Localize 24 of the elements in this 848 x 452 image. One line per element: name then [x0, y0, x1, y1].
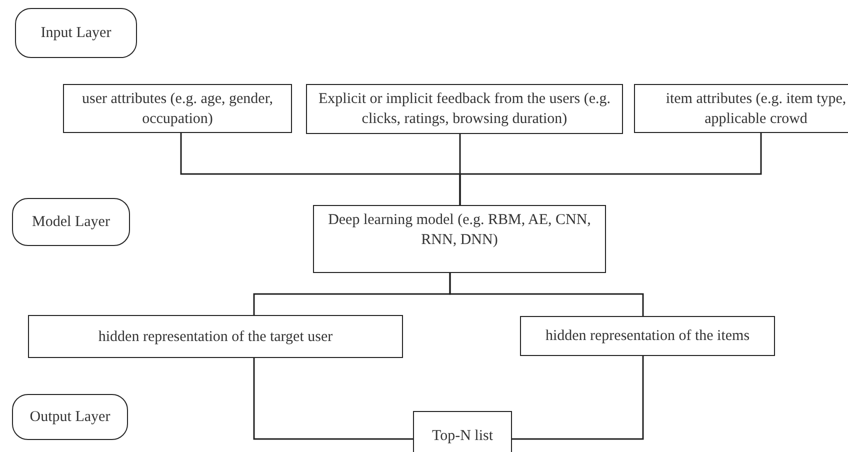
node-text: item attributes (e.g. item type, applicable crowd	[664, 90, 848, 128]
connector-line	[449, 273, 644, 316]
process-box	[634, 84, 848, 133]
process-box	[28, 315, 403, 358]
node-text: Top-N list	[432, 427, 494, 446]
layer-label-box	[12, 394, 128, 440]
node-text: Explicit or implicit feedback from the users (e.g. clicks, ratings, browsing duration)	[318, 90, 612, 129]
connector-line	[253, 358, 413, 440]
layer-label-box	[12, 198, 130, 246]
connector-line	[512, 356, 644, 440]
process-box	[306, 84, 623, 134]
process-box	[520, 316, 775, 356]
node-text: hidden representation of the items	[545, 327, 750, 346]
layer-label-box	[15, 8, 137, 58]
process-box	[63, 84, 292, 133]
connector-line	[459, 133, 762, 205]
process-box	[313, 205, 606, 273]
process-box	[413, 411, 512, 452]
node-text: user attributes (e.g. age, gender, occupation)	[81, 90, 274, 128]
node-text: hidden representation of the target user	[98, 328, 333, 346]
node-text: Deep learning model (e.g. RBM, AE, CNN, RNN, DNN)	[327, 211, 592, 250]
node-text: Output Layer	[30, 408, 110, 427]
node-text: Input Layer	[40, 24, 112, 43]
node-text: Model Layer	[32, 213, 110, 232]
